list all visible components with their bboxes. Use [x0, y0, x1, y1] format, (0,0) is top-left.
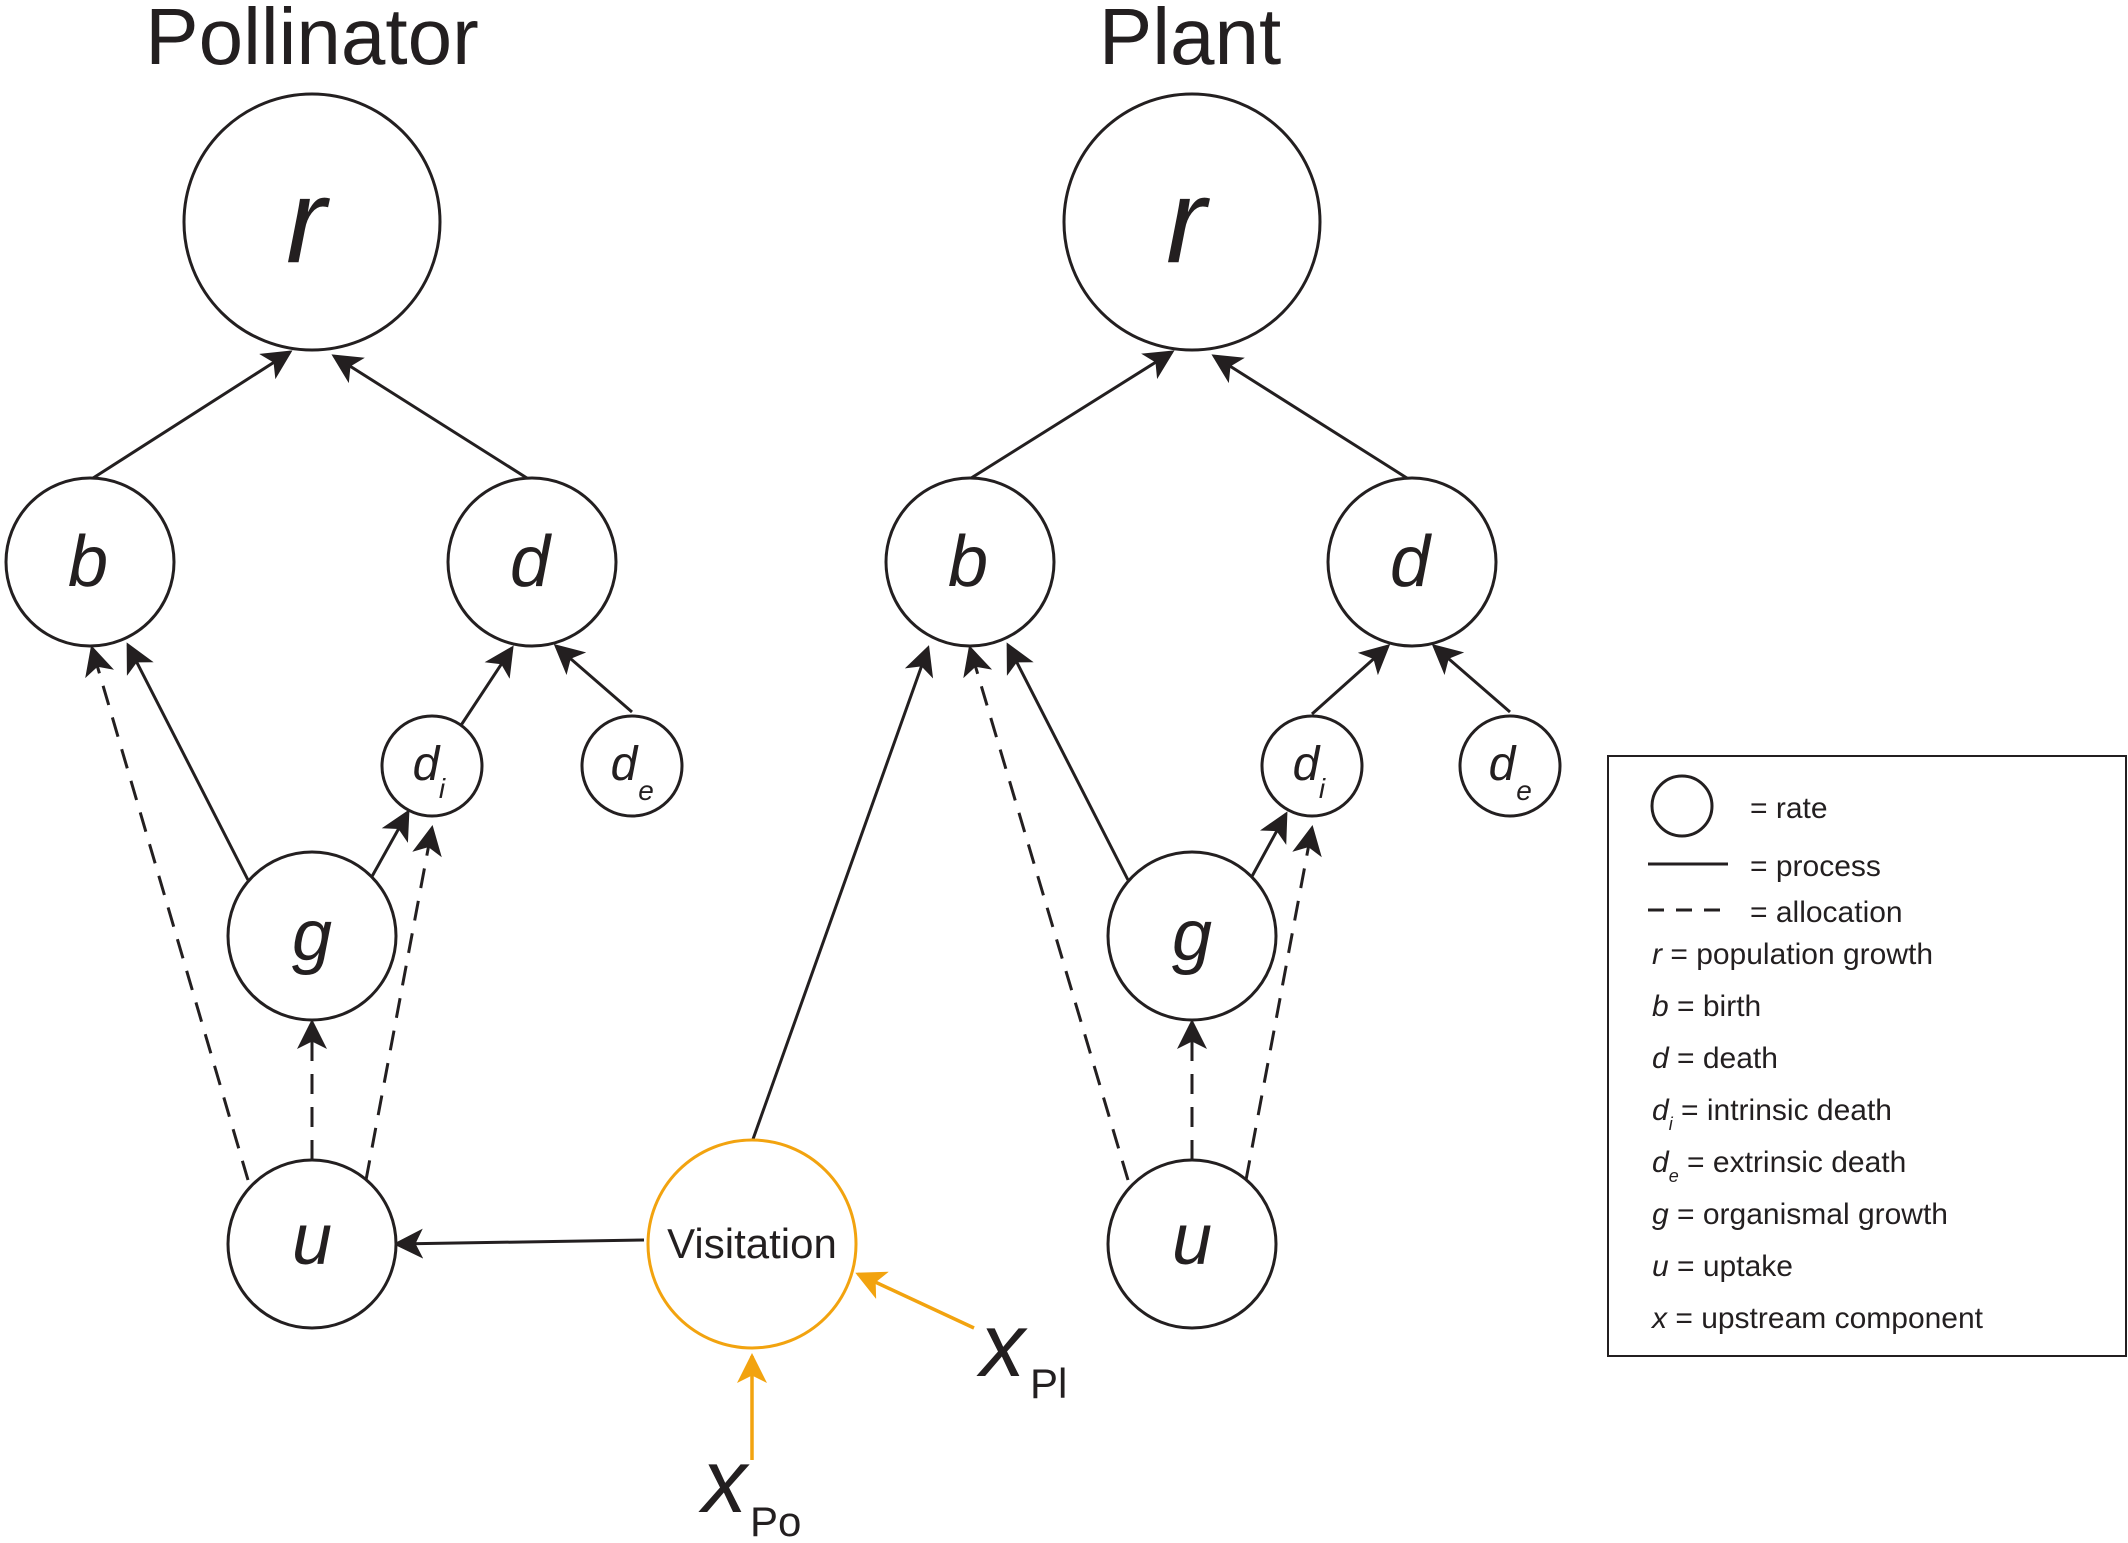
- node-d-plant: d: [1326, 476, 1498, 648]
- legend-u-desc: = uptake: [1669, 1250, 1793, 1283]
- pollinator-edges: [85, 350, 633, 1181]
- node-de-pollinator-sub: e: [638, 775, 654, 806]
- visitation-edges: [393, 645, 975, 1460]
- legend-r-desc: = population growth: [1662, 938, 1933, 971]
- legend-di-sub: i: [1669, 1114, 1674, 1134]
- edge-visitation-to-u-pollinator: [393, 1228, 645, 1259]
- legend-di-desc: = intrinsic death: [1673, 1094, 1892, 1127]
- node-di-pollinator: d i: [380, 714, 484, 818]
- node-u-pollinator-label: u: [292, 1200, 332, 1280]
- node-u-pollinator: u: [226, 1158, 398, 1330]
- edge-g-to-di-pollinator: [368, 809, 410, 881]
- legend-de-desc: = extrinsic death: [1679, 1146, 1907, 1179]
- node-g-pollinator-label: g: [292, 896, 332, 976]
- legend-rate-text: = rate: [1750, 792, 1828, 825]
- edge-de-to-d-pollinator: [553, 644, 633, 714]
- edge-u-to-b-allocation-plant: [963, 645, 1130, 1181]
- edge-g-to-b-plant: [1006, 642, 1130, 881]
- node-de-plant-sub: e: [1516, 775, 1532, 806]
- legend-g-row: g = organismal growth: [1652, 1198, 1948, 1231]
- edge-b-to-r-plant: [967, 350, 1175, 482]
- legend-g-desc: = organismal growth: [1669, 1198, 1948, 1231]
- node-b-plant-label: b: [948, 522, 988, 602]
- pollinator-nodes: r b d d i d e g u: [4, 92, 684, 1330]
- edge-di-to-d-plant: [1310, 643, 1391, 716]
- legend-r-symbol: r: [1652, 938, 1663, 971]
- node-de-plant-label: d: [1489, 738, 1517, 791]
- node-b-pollinator-label: b: [68, 522, 108, 602]
- legend-x-row: x = upstream component: [1650, 1302, 1984, 1335]
- legend-rate-symbol: [1650, 774, 1714, 838]
- legend-g-symbol: g: [1652, 1198, 1669, 1231]
- plant-nodes: r b d d i d e g u: [884, 92, 1562, 1330]
- legend-b-desc: = birth: [1669, 990, 1762, 1023]
- legend-d-desc: = death: [1669, 1042, 1778, 1075]
- edge-visitation-to-b-plant: [750, 645, 934, 1143]
- input-x-po-sub: Po: [750, 1498, 801, 1543]
- node-b-plant: b: [884, 476, 1056, 648]
- node-g-plant: g: [1106, 850, 1278, 1022]
- legend-process-text: = process: [1750, 850, 1881, 883]
- node-r-plant-label: r: [1166, 154, 1210, 288]
- node-de-plant: d e: [1458, 714, 1562, 818]
- node-r-pollinator: r: [182, 92, 442, 352]
- node-g-pollinator: g: [226, 850, 398, 1022]
- legend-u-symbol: u: [1652, 1250, 1669, 1283]
- node-visitation-label: Visitation: [667, 1220, 837, 1267]
- input-x-pl-label: x: [976, 1296, 1028, 1396]
- edge-d-to-r-plant: [1211, 354, 1411, 482]
- edge-de-to-d-plant: [1431, 644, 1511, 714]
- legend-di-row: di = intrinsic death: [1652, 1094, 1892, 1134]
- node-u-plant-label: u: [1172, 1200, 1212, 1280]
- legend-b-symbol: b: [1652, 990, 1669, 1023]
- legend-de-row: de = extrinsic death: [1652, 1146, 1906, 1186]
- legend: = rate = process = allocation r = popula…: [1607, 755, 2127, 1357]
- legend-r-row: r = population growth: [1652, 938, 1933, 971]
- edge-g-to-b-pollinator: [126, 642, 250, 881]
- node-visitation: Visitation: [646, 1138, 858, 1350]
- legend-x-desc: = upstream component: [1667, 1302, 1984, 1335]
- legend-u-row: u = uptake: [1652, 1250, 1793, 1283]
- node-d-pollinator-label: d: [510, 522, 552, 602]
- node-d-plant-label: d: [1390, 522, 1432, 602]
- edge-u-to-b-allocation-pollinator: [85, 645, 250, 1181]
- input-x-pl-sub: Pl: [1030, 1360, 1067, 1407]
- node-di-plant-sub: i: [1319, 773, 1326, 804]
- input-x-po-label: x: [698, 1432, 750, 1532]
- plant-title: Plant: [1099, 0, 1281, 81]
- node-u-plant: u: [1106, 1158, 1278, 1330]
- edge-u-to-di-allocation-pollinator: [364, 825, 442, 1181]
- plant-edges: [963, 350, 1511, 1181]
- legend-b-row: b = birth: [1652, 990, 1761, 1023]
- node-b-pollinator: b: [4, 476, 176, 648]
- node-de-pollinator-label: d: [611, 738, 639, 791]
- node-di-pollinator-label: d: [413, 738, 441, 791]
- node-di-pollinator-sub: i: [439, 773, 446, 804]
- node-r-pollinator-label: r: [286, 154, 330, 288]
- legend-de-sub: e: [1669, 1166, 1679, 1186]
- input-x-pl: x Pl: [976, 1296, 1067, 1407]
- input-x-po: x Po: [698, 1432, 801, 1543]
- edge-d-to-r-pollinator: [331, 354, 531, 482]
- edge-xpl-to-visitation: [855, 1271, 975, 1330]
- node-r-plant: r: [1062, 92, 1322, 352]
- legend-box: [1607, 755, 2127, 1357]
- pollinator-title: Pollinator: [145, 0, 479, 81]
- node-g-plant-label: g: [1172, 896, 1212, 976]
- legend-d-row: d = death: [1652, 1042, 1778, 1075]
- legend-allocation-text: = allocation: [1750, 896, 1903, 929]
- node-de-pollinator: d e: [580, 714, 684, 818]
- node-di-plant: d i: [1260, 714, 1364, 818]
- edge-b-to-r-pollinator: [89, 350, 293, 482]
- legend-x-symbol: x: [1650, 1302, 1668, 1335]
- edge-u-to-di-allocation-plant: [1244, 825, 1322, 1181]
- legend-d-symbol: d: [1652, 1042, 1670, 1075]
- node-di-plant-label: d: [1293, 738, 1321, 791]
- legend-di-symbol: d: [1652, 1094, 1670, 1127]
- node-d-pollinator: d: [446, 476, 618, 648]
- edge-g-to-di-plant: [1248, 811, 1288, 881]
- legend-de-symbol: d: [1652, 1146, 1670, 1179]
